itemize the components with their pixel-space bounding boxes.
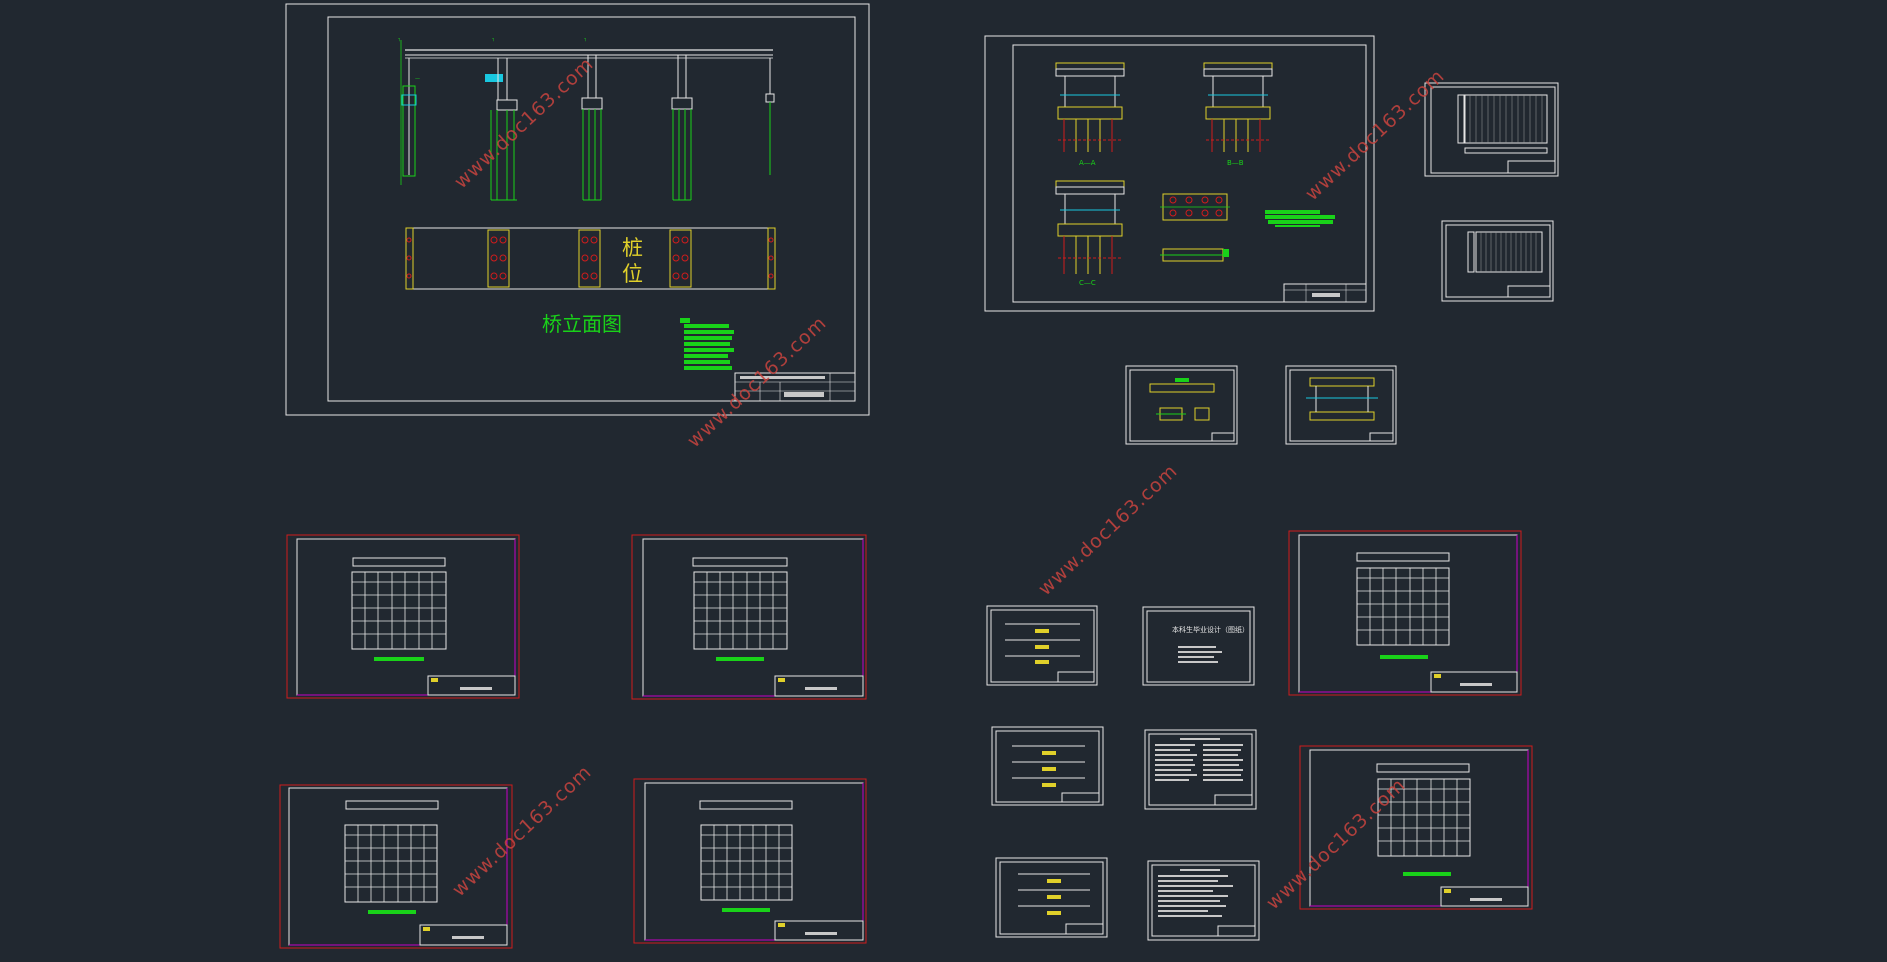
section-a-label: A—A xyxy=(1079,159,1096,167)
elevation-title: 桥立面图 xyxy=(542,312,622,336)
girder-section-sheet-2[interactable] xyxy=(991,726,1104,806)
svg-text:┐: ┐ xyxy=(397,36,401,42)
pier-sections-sheet[interactable] xyxy=(984,35,1375,312)
bridge-elevation-sheet[interactable]: ┐ ┐ ┐ — xyxy=(285,3,870,416)
design-notes-sheet-1[interactable] xyxy=(1144,729,1257,810)
section-b-label: B—B xyxy=(1227,159,1244,167)
cover-sheet[interactable] xyxy=(1142,606,1255,686)
sections-notes xyxy=(1265,210,1335,227)
section-c-drawing xyxy=(1055,180,1125,274)
pile-layout-plan xyxy=(405,227,776,290)
rebar-layout-sheet-4[interactable] xyxy=(633,778,867,944)
girder-section-sheet-1[interactable] xyxy=(986,605,1098,686)
design-notes-sheet-2[interactable] xyxy=(1147,860,1260,941)
rebar-layout-sheet-2[interactable] xyxy=(631,534,867,700)
section-a-drawing xyxy=(1055,62,1125,152)
pier-elevations: ┐ ┐ ┐ — xyxy=(397,36,775,201)
rebar-layout-sheet-5[interactable] xyxy=(1288,530,1522,696)
section-c-label: C—C xyxy=(1079,279,1096,287)
title-block xyxy=(734,372,856,402)
detail-sheet-2[interactable] xyxy=(1285,365,1397,445)
svg-text:┐: ┐ xyxy=(491,36,495,42)
svg-text:—: — xyxy=(415,76,420,82)
sections-title-block xyxy=(1283,283,1367,303)
pile-label-char-2: 位 xyxy=(622,262,643,286)
bearing-sheet-1[interactable] xyxy=(1424,82,1559,177)
notes-block xyxy=(680,318,734,370)
rebar-layout-sheet-3[interactable] xyxy=(279,784,513,949)
rebar-layout-sheet-1[interactable] xyxy=(286,534,520,699)
rebar-layout-sheet-6[interactable] xyxy=(1299,745,1533,910)
detail-sheet-1[interactable] xyxy=(1125,365,1238,445)
cover-title: 本科生毕业设计（图纸） xyxy=(1172,626,1249,634)
svg-text:┐: ┐ xyxy=(583,36,587,42)
bearing-sheet-2[interactable] xyxy=(1441,220,1554,302)
pile-label-char-1: 桩 xyxy=(622,236,643,260)
section-b-drawing xyxy=(1203,62,1273,152)
pile-cap-plans xyxy=(1160,193,1230,262)
girder-section-sheet-3[interactable] xyxy=(995,857,1108,938)
